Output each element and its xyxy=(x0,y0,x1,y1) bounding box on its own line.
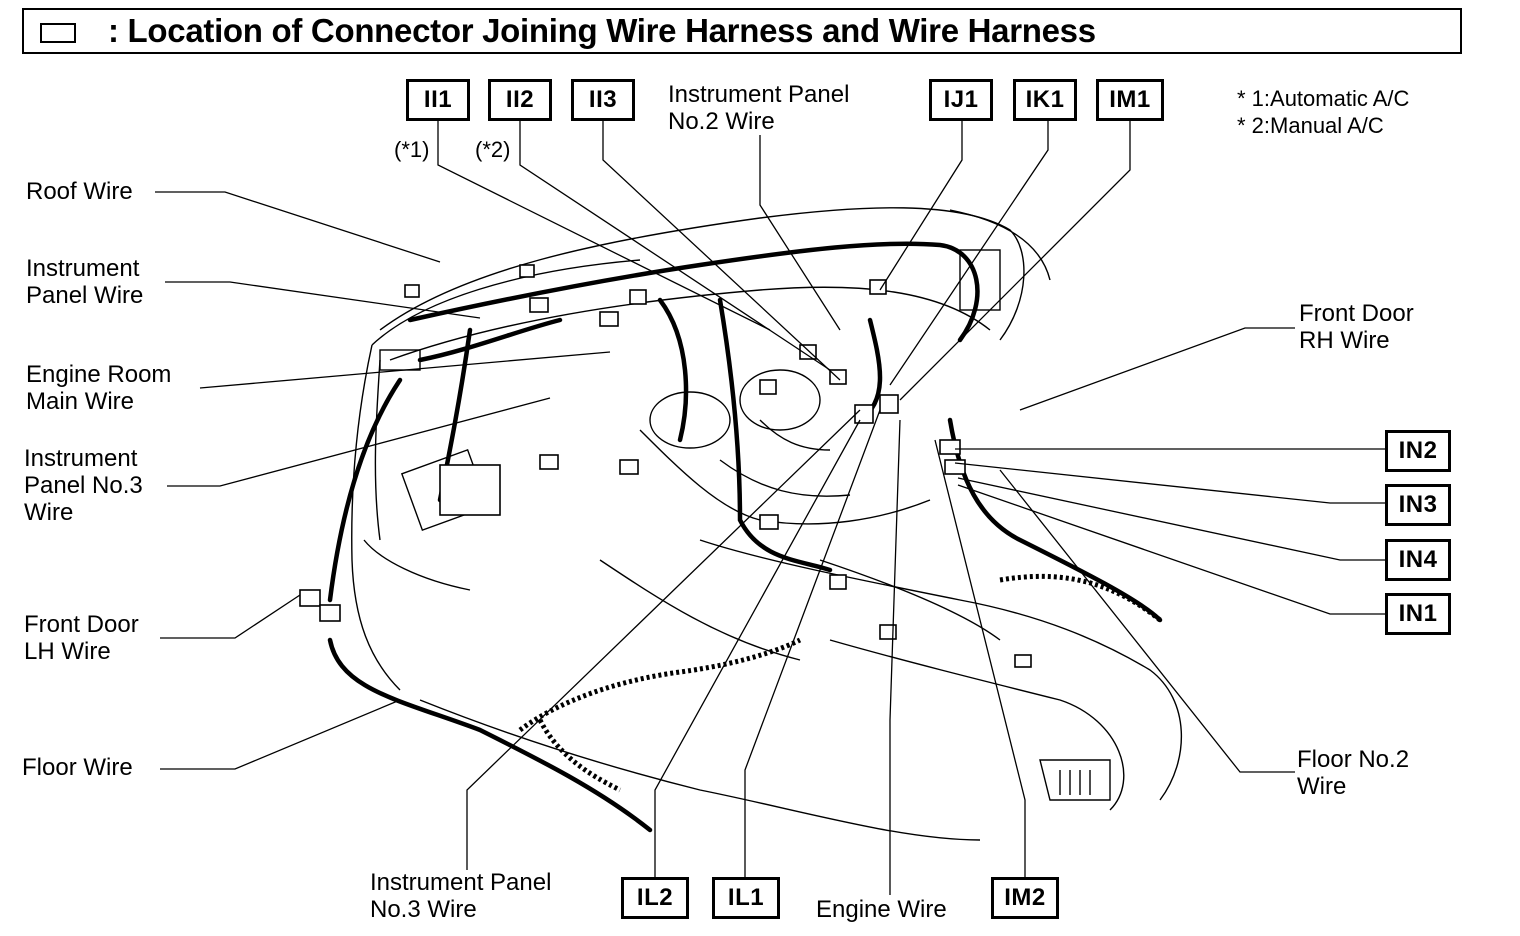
connector-IN1: IN1 xyxy=(1385,593,1451,635)
connector-IN2: IN2 xyxy=(1385,430,1451,472)
label-front-door-lh-wire: Front Door LH Wire xyxy=(24,611,139,665)
connector-IM2: IM2 xyxy=(991,877,1059,919)
connector-IK1: IK1 xyxy=(1013,79,1077,121)
variant-mark-2: (*2) xyxy=(475,137,511,162)
connector-IJ1: IJ1 xyxy=(929,79,993,121)
label-instrument-panel-wire: Instrument Panel Wire xyxy=(26,255,144,309)
title-bar: : Location of Connector Joining Wire Har… xyxy=(22,8,1462,54)
connector-blocks xyxy=(299,264,1032,668)
label-instrument-panel-no3-wire-left: Instrument Panel No.3 Wire xyxy=(24,445,143,526)
label-floor-wire: Floor Wire xyxy=(22,754,133,781)
connector-IN3: IN3 xyxy=(1385,484,1451,526)
label-engine-wire: Engine Wire xyxy=(816,896,947,923)
label-roof-wire: Roof Wire xyxy=(26,178,133,205)
harness-taped xyxy=(518,573,1162,793)
variant-mark-1: (*1) xyxy=(394,137,430,162)
label-instrument-panel-no3-wire-bottom: Instrument Panel No.3 Wire xyxy=(370,869,552,923)
connector-IN4: IN4 xyxy=(1385,539,1451,581)
label-front-door-rh-wire: Front Door RH Wire xyxy=(1299,300,1414,354)
note-automatic-ac: * 1:Automatic A/C xyxy=(1237,86,1410,111)
connector-IL2: IL2 xyxy=(621,877,689,919)
label-instrument-panel-no2-wire: Instrument Panel No.2 Wire xyxy=(668,81,850,135)
note-manual-ac: * 2:Manual A/C xyxy=(1237,113,1384,138)
harness-bundles xyxy=(327,241,1163,833)
label-engine-room-main-wire: Engine Room Main Wire xyxy=(26,361,172,415)
connector-IL1: IL1 xyxy=(712,877,780,919)
label-floor-no2-wire: Floor No.2 Wire xyxy=(1297,746,1410,800)
diagram-title: : Location of Connector Joining Wire Har… xyxy=(108,12,1096,49)
rectangle-connector-icon xyxy=(40,23,76,43)
connector-IM1: IM1 xyxy=(1096,79,1164,121)
connector-II1: II1 xyxy=(406,79,470,121)
leader-lines xyxy=(155,118,1388,895)
connector-II3: II3 xyxy=(571,79,635,121)
connector-II2: II2 xyxy=(488,79,552,121)
